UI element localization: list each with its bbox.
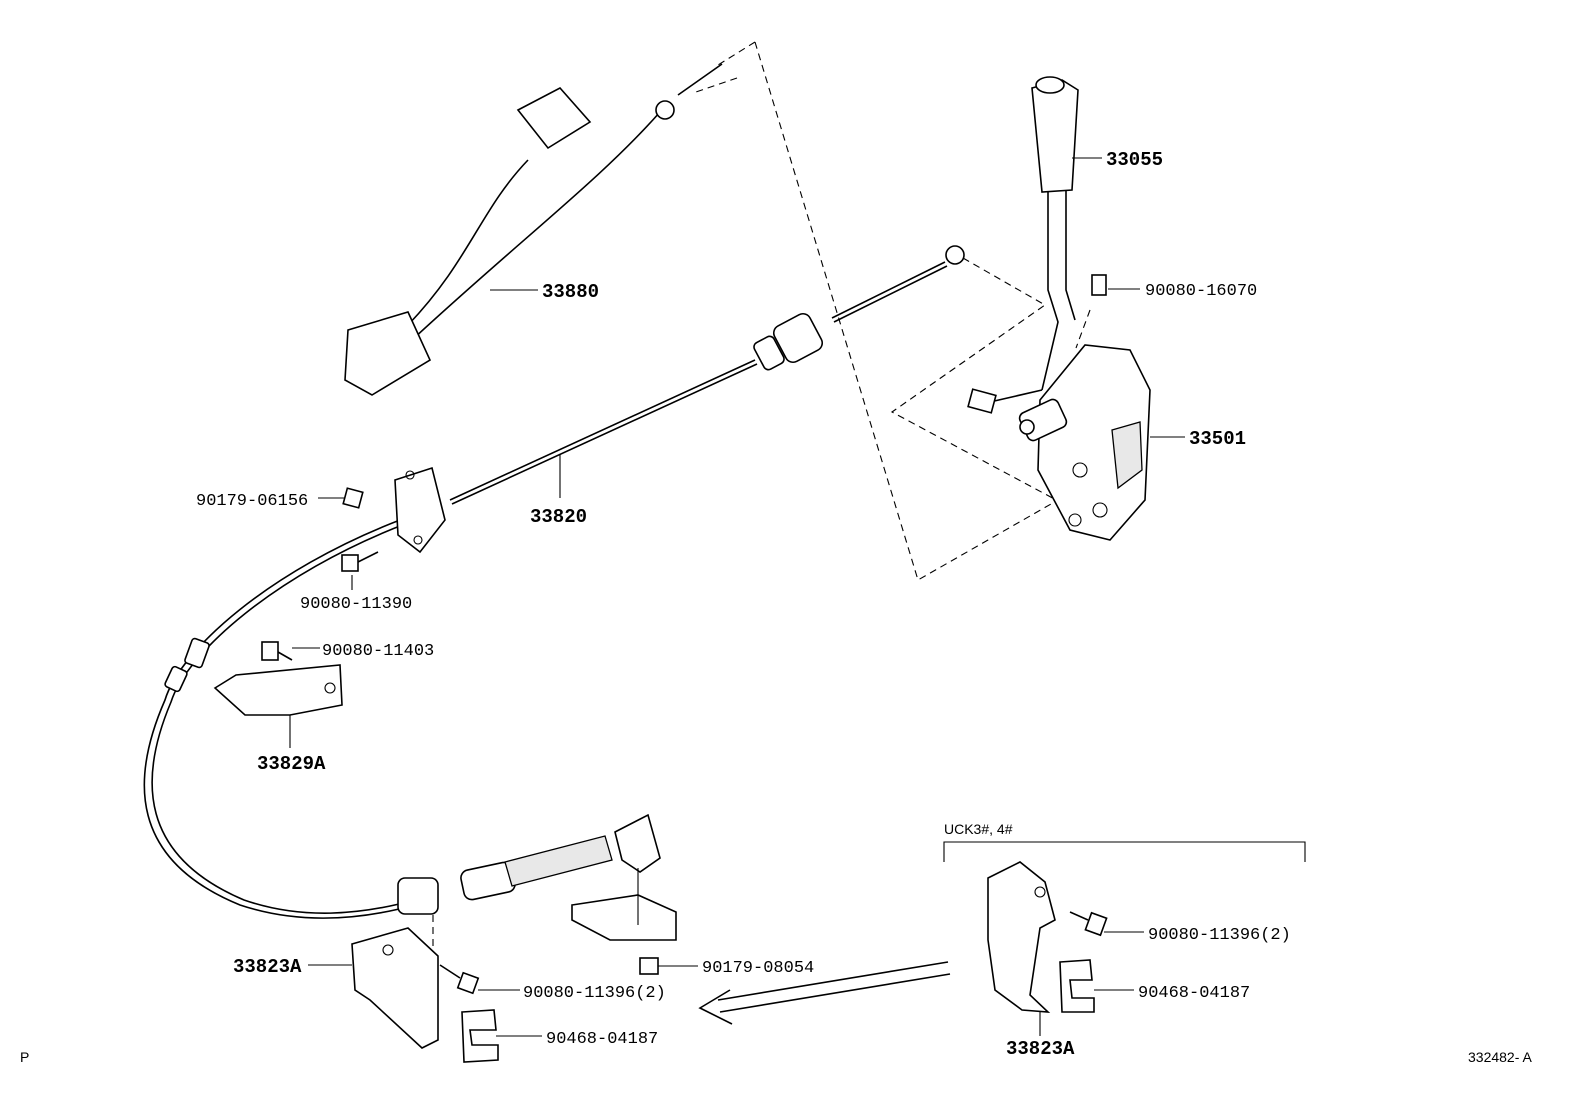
label-33829A: 33829A bbox=[257, 753, 326, 775]
label-33823A-right: 33823A bbox=[1006, 1038, 1075, 1060]
variant-bracket-box bbox=[943, 841, 1306, 1013]
label-90080-16070: 90080-16070 bbox=[1145, 282, 1257, 301]
label-90468-04187-left: 90468-04187 bbox=[546, 1030, 658, 1049]
bracket-33829A bbox=[213, 487, 379, 716]
harness-33880 bbox=[344, 63, 723, 396]
pointer-arrow bbox=[698, 961, 951, 1025]
label-90080-11396-right: 90080-11396(2) bbox=[1148, 926, 1291, 945]
corner-letter: P bbox=[20, 1049, 29, 1065]
label-90179-08054: 90179-08054 bbox=[702, 959, 814, 978]
shift-cable-33820 bbox=[143, 245, 965, 960]
label-33823A-left: 33823A bbox=[233, 956, 302, 978]
dashed-reference-lines bbox=[692, 41, 1091, 581]
label-90080-11390: 90080-11390 bbox=[300, 595, 412, 614]
shift-base-33501 bbox=[1018, 344, 1151, 541]
label-33501: 33501 bbox=[1189, 428, 1246, 450]
label-33820: 33820 bbox=[530, 506, 587, 528]
label-33055: 33055 bbox=[1106, 149, 1163, 171]
shift-lever-33055 bbox=[967, 76, 1107, 414]
bracket-33823A-left bbox=[351, 927, 659, 1063]
label-90468-04187-right: 90468-04187 bbox=[1138, 984, 1250, 1003]
label-90080-11396-left: 90080-11396(2) bbox=[523, 984, 666, 1003]
label-33880: 33880 bbox=[542, 281, 599, 303]
leader-lines bbox=[289, 157, 1185, 1037]
variant-label: UCK3#, 4# bbox=[944, 821, 1013, 837]
diagram-number: 332482- A bbox=[1468, 1049, 1532, 1065]
label-90179-06156: 90179-06156 bbox=[196, 492, 308, 511]
label-90080-11403: 90080-11403 bbox=[322, 642, 434, 661]
